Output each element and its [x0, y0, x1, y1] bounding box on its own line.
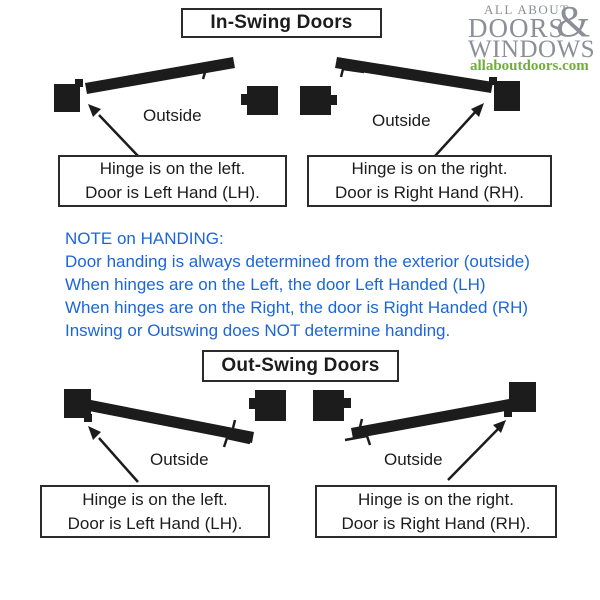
caption-line: Door is Right Hand (RH). — [335, 183, 524, 202]
hinge-pin — [504, 409, 512, 417]
outswing-left-door — [64, 389, 254, 448]
strike-tab — [331, 95, 337, 105]
caption-line: Hinge is on the right. — [358, 489, 514, 509]
arrow-line — [98, 114, 139, 157]
logo-website: allaboutdoors.com — [470, 58, 589, 74]
outside-label: Outside — [372, 111, 431, 130]
outswing-arrows — [88, 420, 506, 483]
note-line: When hinges are on the Right, the door i… — [65, 298, 529, 317]
in-swing-title: In-Swing Doors — [181, 8, 382, 38]
outside-label: Outside — [384, 450, 443, 469]
door-slab — [89, 400, 254, 443]
logo-all-about: ALL ABOUT — [484, 2, 570, 17]
door-slab — [335, 57, 493, 93]
caption-line: Hinge is on the left. — [82, 489, 228, 509]
arrow-line — [434, 109, 478, 157]
strike-tab — [241, 94, 247, 105]
arrow-head-icon — [88, 104, 101, 117]
strike-tab — [344, 398, 351, 408]
strike-tab — [249, 398, 255, 409]
outswing-center-jambs — [249, 390, 351, 421]
logo-doors: DOORS — [468, 13, 565, 43]
outswing-left-caption: Hinge is on the left. Door is Left Hand … — [40, 485, 270, 538]
hinge-pin — [75, 79, 83, 87]
door-slab — [351, 399, 511, 439]
handing-note: NOTE on HANDING: Door handing is always … — [65, 227, 530, 342]
arrow-line — [447, 427, 500, 481]
door-handle-icon — [222, 436, 251, 448]
caption-line: Door is Right Hand (RH). — [341, 513, 531, 533]
note-line: Inswing or Outswing does NOT determine h… — [65, 321, 451, 340]
logo-ampersand-icon: & — [556, 0, 591, 46]
arrow-line — [98, 437, 139, 483]
note-line: Door handing is always determined from t… — [65, 252, 530, 271]
arrow-head-icon — [88, 426, 101, 440]
door-handle-icon — [231, 419, 237, 429]
inswing-right-caption: Hinge is on the right. Door is Right Han… — [307, 155, 552, 207]
out-swing-title: Out-Swing Doors — [202, 350, 399, 382]
outside-label: Outside — [150, 450, 209, 469]
inswing-right-door — [335, 57, 520, 111]
caption-line: Hinge is on the right. — [351, 159, 508, 178]
latch-jamb — [300, 86, 331, 115]
outswing-right-caption: Hinge is on the right. Door is Right Han… — [315, 485, 557, 538]
hinge-jamb — [54, 84, 80, 112]
door-handle-icon — [344, 434, 372, 446]
note-line: When hinges are on the Left, the door Le… — [65, 275, 486, 294]
door-handle-icon — [201, 63, 231, 80]
door-handle-icon — [339, 67, 365, 78]
inswing-arrows — [88, 103, 484, 157]
inswing-center-jambs — [241, 86, 337, 115]
hinge-pin — [84, 414, 92, 422]
outswing-right-door — [344, 382, 536, 446]
hinge-jamb — [509, 382, 536, 412]
outside-label: Outside — [143, 106, 202, 125]
caption-line: Door is Left Hand (LH). — [67, 513, 243, 533]
hinge-pin — [489, 77, 497, 85]
arrow-head-icon — [471, 103, 484, 117]
hinge-jamb — [64, 389, 91, 418]
hinge-jamb — [494, 81, 520, 111]
inswing-left-door — [54, 57, 235, 112]
caption-line: Door is Left Hand (LH). — [85, 183, 260, 202]
inswing-left-caption: Hinge is on the left. Door is Left Hand … — [58, 155, 287, 207]
latch-jamb — [313, 390, 344, 421]
note-line: NOTE on HANDING: — [65, 229, 224, 248]
door-slab — [85, 57, 235, 94]
arrow-head-icon — [493, 420, 506, 433]
door-handle-icon — [358, 418, 364, 428]
company-logo: ALL ABOUT DOORS & WINDOWS allaboutdoors.… — [462, 0, 600, 74]
caption-line: Hinge is on the left. — [99, 159, 246, 178]
latch-jamb — [247, 86, 278, 115]
latch-jamb — [255, 390, 286, 421]
